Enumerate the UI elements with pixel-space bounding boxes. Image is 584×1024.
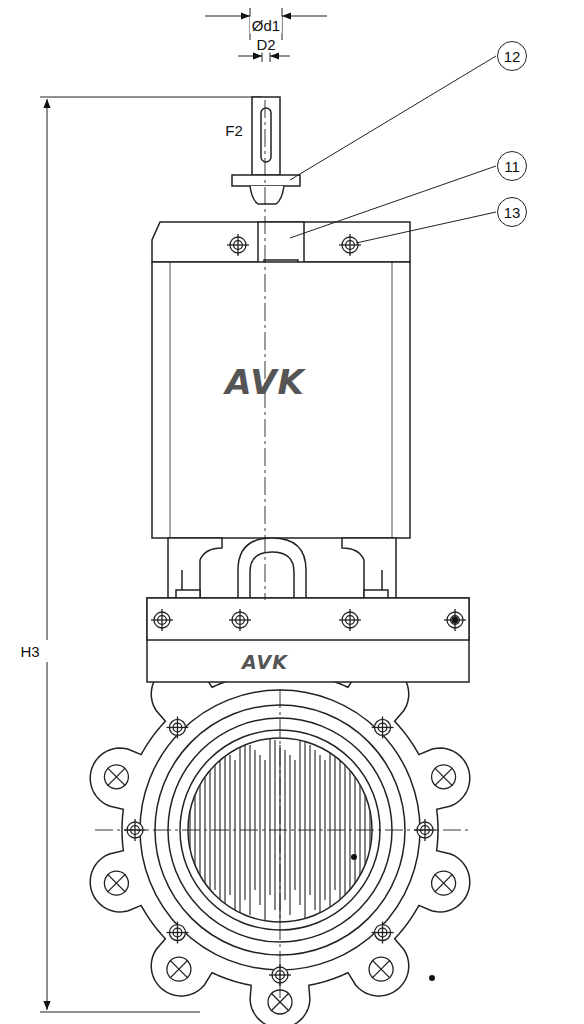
valve-bore (188, 735, 435, 981)
dimension-label: H3 (18, 643, 41, 660)
brand-logo: AVK (225, 365, 305, 399)
dimension-label: Ød1 (250, 17, 282, 34)
callout-text: 12 (504, 49, 521, 64)
callout-number: 11 (497, 151, 527, 181)
lug-body (90, 632, 470, 1024)
dimension-label: D2 (254, 36, 277, 53)
valve-parts (40, 8, 469, 1012)
bolt-holes (104, 234, 466, 1014)
dimension-label: F2 (223, 122, 245, 139)
callout-number: 12 (497, 41, 527, 71)
leader-lines (290, 56, 496, 243)
callout-text: 13 (504, 205, 521, 220)
callout-text: 11 (504, 159, 520, 174)
brand-logo: AVK (242, 653, 288, 672)
callout-number: 13 (497, 197, 527, 227)
centerlines (95, 100, 470, 1000)
